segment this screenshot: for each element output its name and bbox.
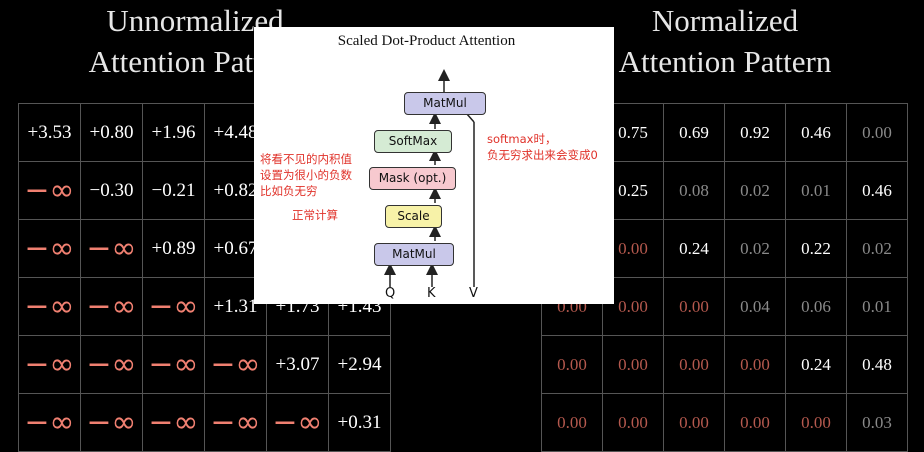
grid-cell: +0.80 bbox=[80, 103, 143, 162]
grid-cell: 0.01 bbox=[785, 161, 847, 220]
grid-cell: 0.46 bbox=[846, 161, 908, 220]
softmax-box: SoftMax bbox=[374, 130, 452, 153]
grid-cell: −∞ bbox=[266, 393, 329, 452]
note-softmax-line2: 负无穷求出来会变成0 bbox=[487, 148, 598, 162]
grid-cell: −0.21 bbox=[142, 161, 205, 220]
grid-cell: −∞ bbox=[18, 277, 81, 336]
grid-cell: 0.48 bbox=[846, 335, 908, 394]
grid-cell: 0.04 bbox=[724, 277, 786, 336]
grid-cell: −∞ bbox=[142, 277, 205, 336]
grid-cell: 0.00 bbox=[541, 393, 603, 452]
grid-row: −∞−∞−∞−∞+3.07+2.94 bbox=[18, 335, 391, 394]
grid-cell: −∞ bbox=[80, 393, 143, 452]
attention-diagram-panel: Scaled Dot-Product Attention MatMul Soft… bbox=[254, 27, 614, 304]
right-title-line1: Normalized bbox=[651, 3, 799, 38]
grid-cell: +1.31 bbox=[204, 277, 267, 336]
grid-cell: 0.00 bbox=[541, 335, 603, 394]
grid-cell: −0.30 bbox=[80, 161, 143, 220]
grid-cell: 0.00 bbox=[785, 393, 847, 452]
matmul-top-box: MatMul bbox=[404, 92, 486, 115]
grid-cell: +3.53 bbox=[18, 103, 81, 162]
grid-cell: 0.00 bbox=[602, 335, 664, 394]
grid-cell: 0.00 bbox=[663, 393, 725, 452]
grid-cell: 0.00 bbox=[663, 277, 725, 336]
grid-cell: 0.24 bbox=[663, 219, 725, 278]
grid-cell: −∞ bbox=[80, 277, 143, 336]
note-mask-line2: 设置为很小的负数 bbox=[260, 168, 352, 182]
k-label: K bbox=[427, 286, 436, 301]
grid-cell: 0.24 bbox=[785, 335, 847, 394]
grid-cell: 0.92 bbox=[724, 103, 786, 162]
grid-cell: 0.08 bbox=[663, 161, 725, 220]
grid-cell: −∞ bbox=[204, 393, 267, 452]
grid-cell: +3.07 bbox=[266, 335, 329, 394]
grid-cell: −∞ bbox=[142, 335, 205, 394]
grid-cell: −∞ bbox=[18, 335, 81, 394]
grid-cell: −∞ bbox=[18, 161, 81, 220]
right-title-line2: Attention Pattern bbox=[618, 44, 832, 79]
q-label: Q bbox=[385, 286, 396, 301]
grid-cell: 0.06 bbox=[785, 277, 847, 336]
grid-cell: 0.69 bbox=[663, 103, 725, 162]
grid-cell: +2.94 bbox=[328, 335, 391, 394]
note-mask-line3: 比如负无穷 bbox=[260, 184, 318, 198]
grid-cell: 0.46 bbox=[785, 103, 847, 162]
grid-cell: 0.00 bbox=[724, 393, 786, 452]
grid-cell: 0.02 bbox=[846, 219, 908, 278]
grid-cell: +0.31 bbox=[328, 393, 391, 452]
note-normal-calc: 正常计算 bbox=[292, 208, 338, 222]
right-title: Normalized Attention Pattern bbox=[590, 0, 860, 82]
grid-cell: 0.00 bbox=[846, 103, 908, 162]
grid-cell: 0.22 bbox=[785, 219, 847, 278]
grid-cell: +1.96 bbox=[142, 103, 205, 162]
note-softmax-line1: softmax时， bbox=[487, 132, 557, 146]
grid-cell: 0.03 bbox=[846, 393, 908, 452]
grid-cell: −∞ bbox=[18, 393, 81, 452]
grid-cell: 0.00 bbox=[602, 393, 664, 452]
grid-cell: 0.02 bbox=[724, 161, 786, 220]
grid-cell: −∞ bbox=[80, 219, 143, 278]
grid-cell: 0.00 bbox=[724, 335, 786, 394]
mask-box: Mask (opt.) bbox=[369, 167, 456, 190]
grid-row: −∞−∞−∞−∞−∞+0.31 bbox=[18, 393, 391, 452]
grid-cell: 0.02 bbox=[724, 219, 786, 278]
scale-box: Scale bbox=[385, 205, 442, 228]
grid-cell: +0.89 bbox=[142, 219, 205, 278]
grid-cell: −∞ bbox=[80, 335, 143, 394]
matmul-bottom-box: MatMul bbox=[374, 243, 454, 266]
grid-cell: 0.01 bbox=[846, 277, 908, 336]
grid-cell: 0.00 bbox=[663, 335, 725, 394]
v-label: V bbox=[469, 286, 478, 301]
grid-cell: −∞ bbox=[204, 335, 267, 394]
diagram-title: Scaled Dot-Product Attention bbox=[337, 33, 516, 49]
grid-cell: −∞ bbox=[18, 219, 81, 278]
note-mask-line1: 将看不见的内积值 bbox=[260, 152, 352, 166]
grid-cell: −∞ bbox=[142, 393, 205, 452]
